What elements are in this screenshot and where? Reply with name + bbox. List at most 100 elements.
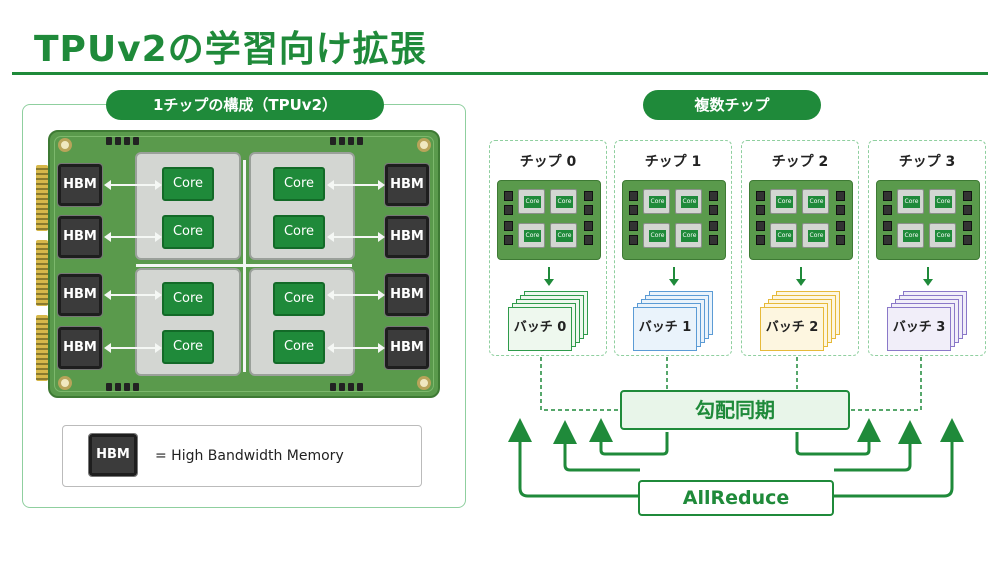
single-chip-heading: 1チップの構成（TPUv2） [106,90,384,120]
title-divider [12,72,988,75]
mini-chip-die: Core [770,223,797,248]
mini-chip-die: Core [897,189,924,214]
core-block: Core [273,282,325,316]
mini-chip-die: Core [550,223,577,248]
mount-hole [417,376,431,390]
bidirectional-arrow [104,232,162,242]
mini-hbm-chip [756,221,765,231]
mini-hbm-chip [883,205,892,215]
hbm-chip: HBM [384,326,430,370]
batch-label: バッチ 3 [887,307,951,351]
mini-hbm-chip [584,235,593,245]
mini-hbm-chip [963,205,972,215]
core-block: Core [162,167,214,201]
mini-hbm-chip [584,205,593,215]
mini-hbm-chip [883,221,892,231]
mini-hbm-chip [709,205,718,215]
core-block: Core [273,167,325,201]
mini-core-block: Core [524,196,541,208]
edge-connector [36,315,48,381]
bidirectional-arrow [104,290,162,300]
mini-chip-die: Core [897,223,924,248]
core-block: Core [162,215,214,249]
mini-core-block: Core [935,196,952,208]
down-arrow [923,267,933,286]
hbm-chip: HBM [384,215,430,259]
mini-hbm-chip [963,191,972,201]
mini-core-block: Core [776,196,793,208]
middle-return-arrows [553,420,922,472]
bidirectional-arrow [104,343,162,353]
page-title: TPUv2の学習向け拡張 [34,29,427,70]
mini-core-block: Core [556,230,573,242]
inner-return-arrows [589,418,881,456]
mini-hbm-chip [836,205,845,215]
mini-chip-die: Core [929,223,956,248]
mini-core-block: Core [935,230,952,242]
bidirectional-arrow [327,290,385,300]
mini-chip-die: Core [675,189,702,214]
hbm-chip: HBM [57,163,103,207]
bidirectional-arrow [327,180,385,190]
hbm-chip: HBM [57,273,103,317]
mini-chip-die: Core [770,189,797,214]
mini-hbm-chip [836,221,845,231]
hbm-chip: HBM [57,215,103,259]
mini-hbm-chip [629,235,638,245]
bidirectional-arrow [104,180,162,190]
edge-connector [36,165,48,231]
components-row [106,137,139,145]
legend-hbm-chip: HBM [88,433,138,477]
gradient-sync-box: 勾配同期 [620,390,850,430]
mini-hbm-chip [883,191,892,201]
mini-chip-die: Core [675,223,702,248]
chip-label: チップ 3 [898,154,956,170]
batch-label: バッチ 1 [633,307,697,351]
mini-hbm-chip [756,191,765,201]
mini-core-block: Core [649,196,666,208]
core-block: Core [162,282,214,316]
mini-chip-die: Core [518,223,545,248]
down-arrow [796,267,806,286]
mini-hbm-chip [504,191,513,201]
mini-core-block: Core [556,196,573,208]
bidirectional-arrow [327,232,385,242]
mini-hbm-chip [963,221,972,231]
batch-stack: バッチ 0 [508,291,590,351]
mini-chip-die: Core [929,189,956,214]
mini-hbm-chip [629,221,638,231]
mini-core-block: Core [903,196,920,208]
core-block: Core [162,330,214,364]
chip-label: チップ 2 [771,154,829,170]
legend-text: = High Bandwidth Memory [155,448,344,464]
components-row [106,383,139,391]
batch-label: バッチ 2 [760,307,824,351]
mini-chip-die: Core [802,223,829,248]
mini-core-block: Core [776,230,793,242]
mini-core-block: Core [649,230,666,242]
down-arrow [544,267,554,286]
multi-chip-heading: 複数チップ [643,90,821,120]
mini-hbm-chip [836,191,845,201]
mini-chip-die: Core [643,189,670,214]
components-row [330,383,363,391]
chip-label: チップ 1 [644,154,702,170]
components-row [330,137,363,145]
allreduce-box: AllReduce [638,480,834,516]
mini-hbm-chip [836,235,845,245]
mini-core-block: Core [681,196,698,208]
down-arrow [669,267,679,286]
mini-chip-die: Core [550,189,577,214]
mini-hbm-chip [709,191,718,201]
edge-connector [36,240,48,306]
mini-core-block: Core [808,196,825,208]
mini-hbm-chip [756,235,765,245]
batch-stack: バッチ 3 [887,291,969,351]
